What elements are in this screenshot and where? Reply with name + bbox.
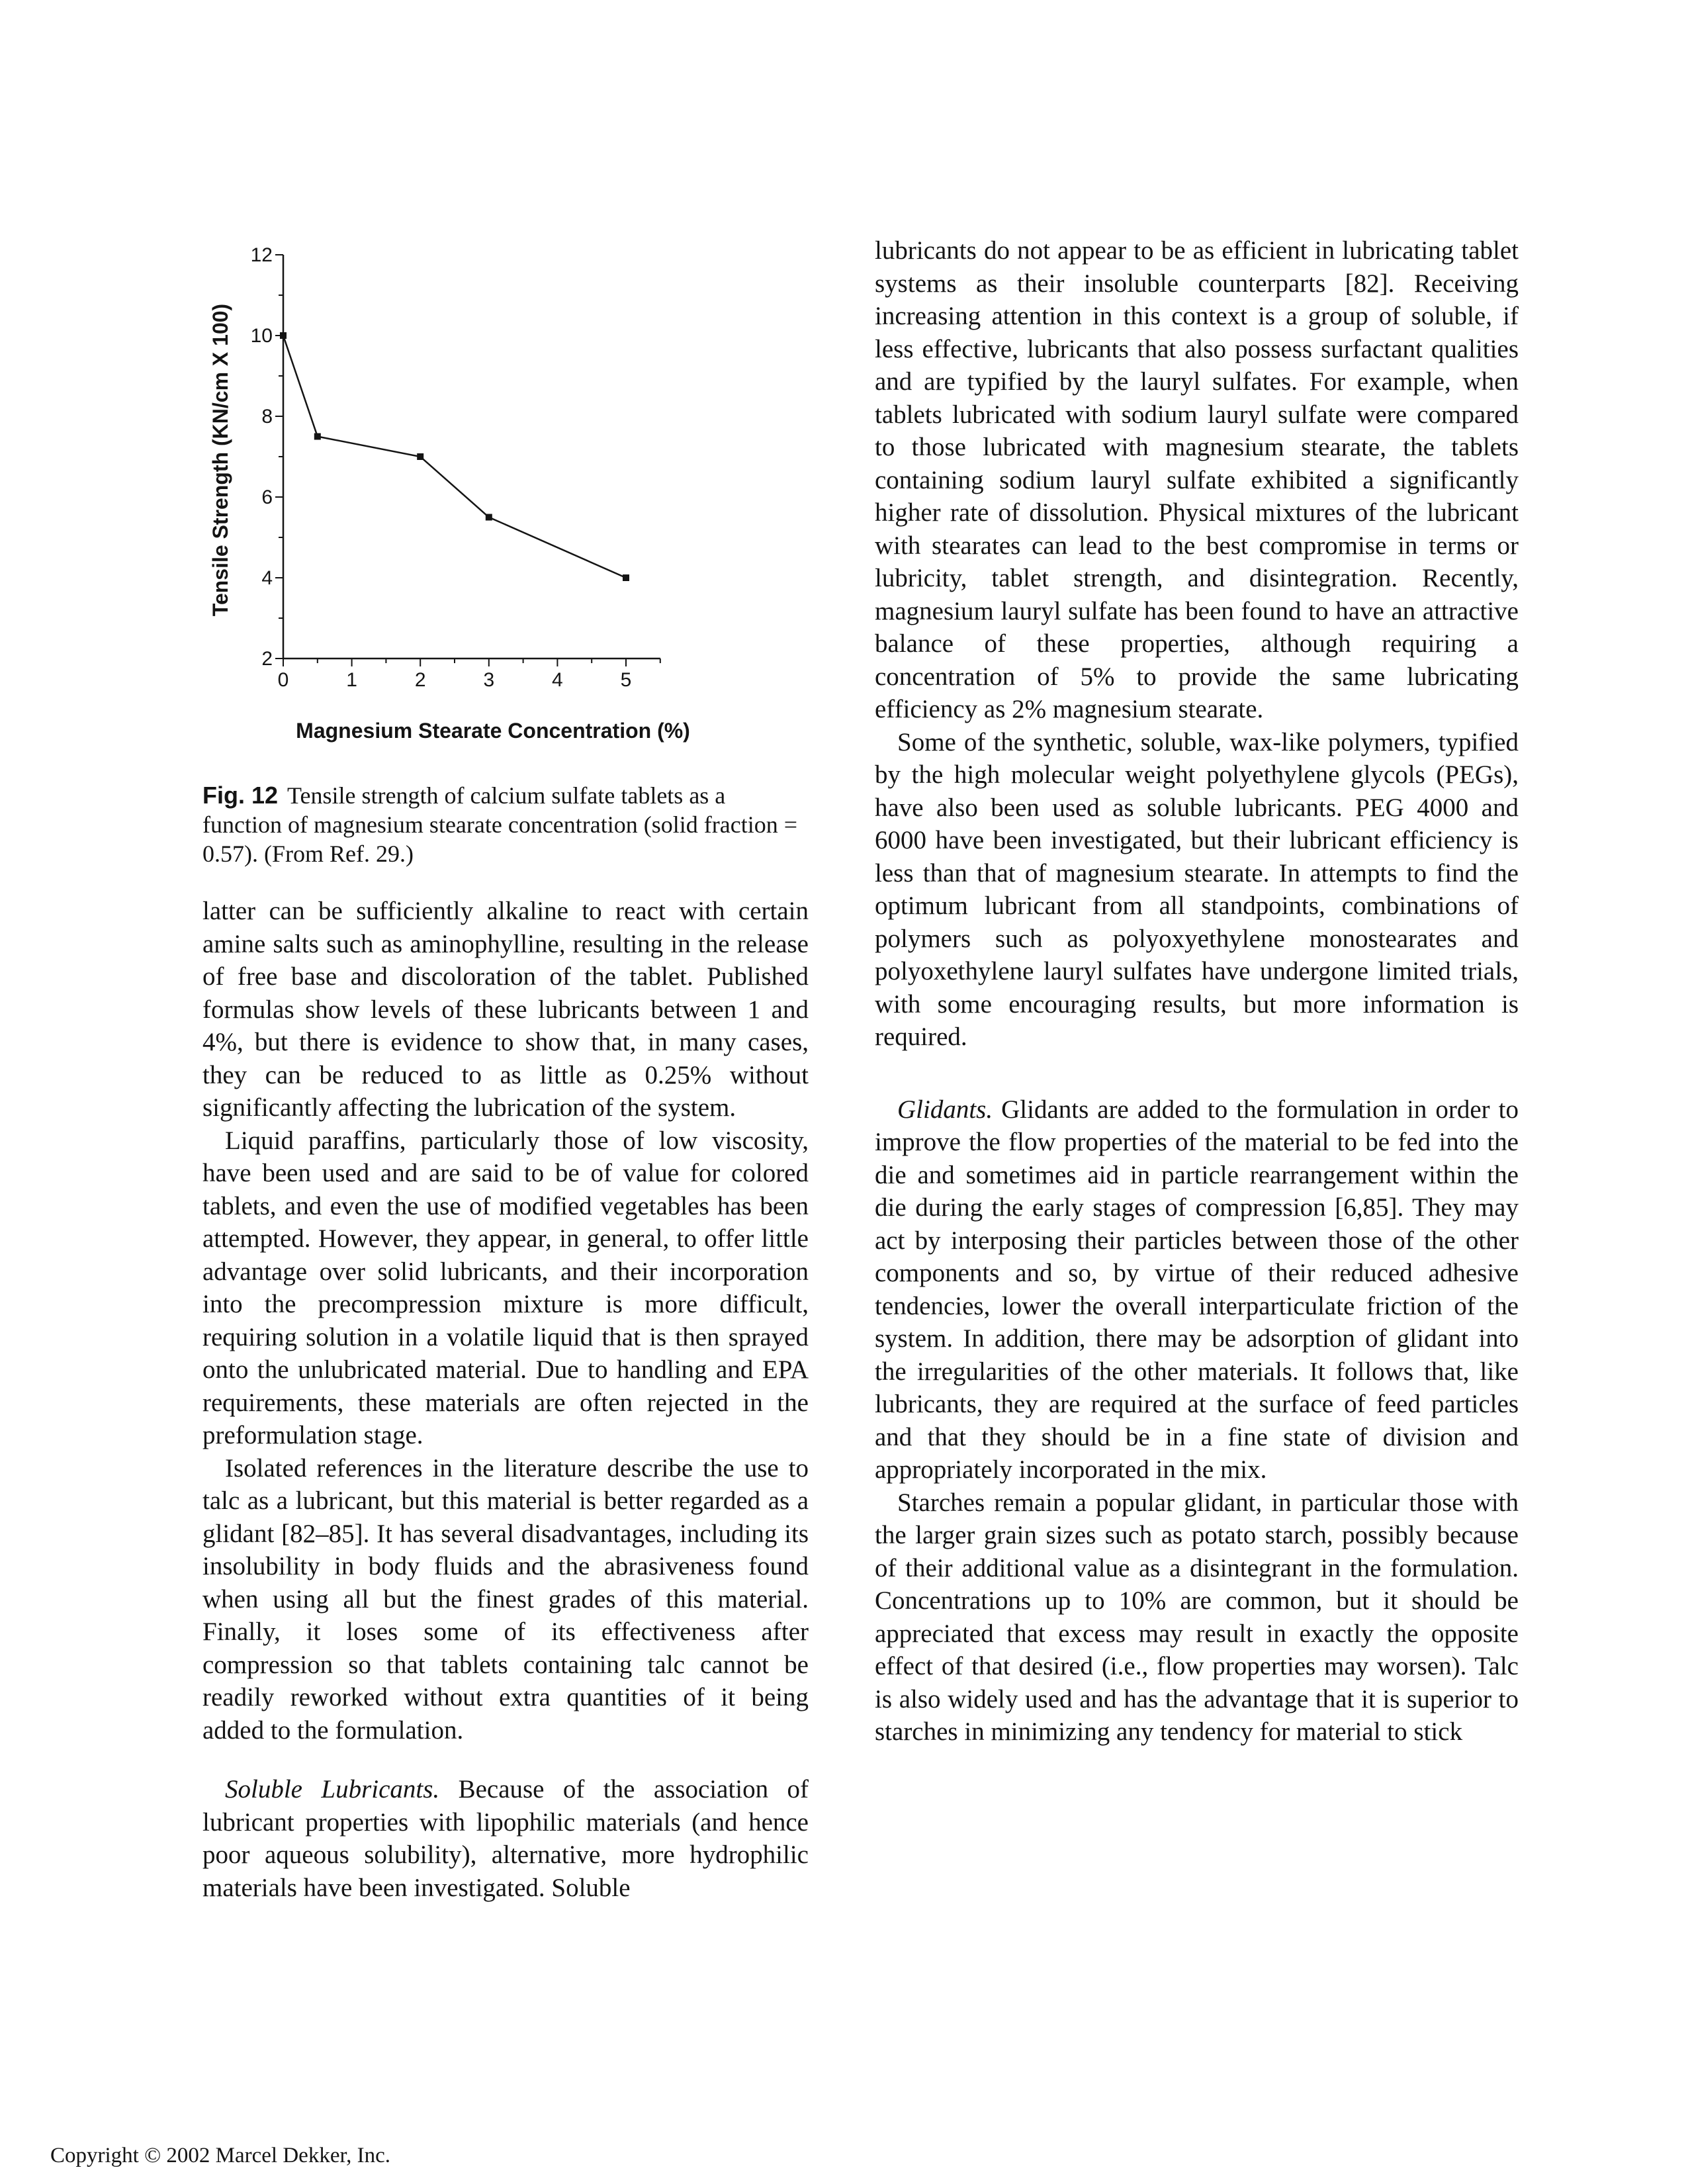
paragraph: Starches remain a popular glidant, in pa… bbox=[875, 1488, 1519, 1747]
chart-axes bbox=[282, 255, 660, 660]
x-tick-label: 0 bbox=[278, 669, 289, 691]
x-tick-label: 5 bbox=[621, 669, 632, 691]
right-column: lubricants do not appear to be as effici… bbox=[875, 234, 1519, 1749]
paragraph: Glidants. Glidants are added to the form… bbox=[875, 1093, 1519, 1486]
paragraph: Some of the synthetic, soluble, wax-like… bbox=[875, 727, 1519, 1052]
paragraph: Isolated references in the literature de… bbox=[202, 1453, 809, 1745]
paragraph: Soluble Lubricants. Because of the assoc… bbox=[202, 1773, 809, 1904]
data-point bbox=[314, 433, 321, 440]
series-line bbox=[282, 335, 627, 579]
y-tick-label: 8 bbox=[261, 406, 273, 428]
y-axis-label: Tensile Strength (KN/cm X 100) bbox=[208, 304, 232, 616]
paragraph: lubricants do not appear to be as effici… bbox=[875, 236, 1519, 723]
x-axis-label: Magnesium Stearate Concentration (%) bbox=[296, 719, 690, 743]
data-point bbox=[623, 574, 629, 581]
x-tick-label: 2 bbox=[415, 669, 426, 691]
y-tick-label: 6 bbox=[261, 486, 273, 508]
paragraph-text: Glidants are added to the formulation in… bbox=[875, 1095, 1519, 1484]
copyright-footer: Copyright © 2002 Marcel Dekker, Inc. bbox=[50, 2144, 391, 2167]
section-heading: Glidants. bbox=[897, 1095, 993, 1124]
data-point bbox=[485, 514, 492, 521]
x-tick-label: 4 bbox=[552, 669, 563, 691]
x-tick-label: 3 bbox=[483, 669, 494, 691]
y-tick-label: 4 bbox=[261, 567, 273, 589]
data-point bbox=[417, 453, 424, 460]
figure-label: Fig. 12 bbox=[202, 782, 279, 809]
chart-series bbox=[280, 332, 629, 581]
paragraph: Liquid paraffins, particularly those of … bbox=[202, 1126, 809, 1450]
paragraph: latter can be sufficiently alkaline to r… bbox=[202, 897, 809, 1122]
y-tick-label: 10 bbox=[251, 325, 273, 347]
y-tick-label: 2 bbox=[261, 648, 273, 670]
data-point bbox=[280, 332, 287, 339]
left-column: latter can be sufficiently alkaline to r… bbox=[202, 895, 809, 1904]
paragraph-text: Because of the association of lubricant … bbox=[202, 1775, 809, 1902]
y-tick-label: 12 bbox=[251, 244, 273, 266]
section-heading: Soluble Lubricants. bbox=[225, 1775, 440, 1803]
x-tick-label: 1 bbox=[346, 669, 357, 691]
caption-text: Tensile strength of calcium sulfate tabl… bbox=[202, 782, 797, 867]
